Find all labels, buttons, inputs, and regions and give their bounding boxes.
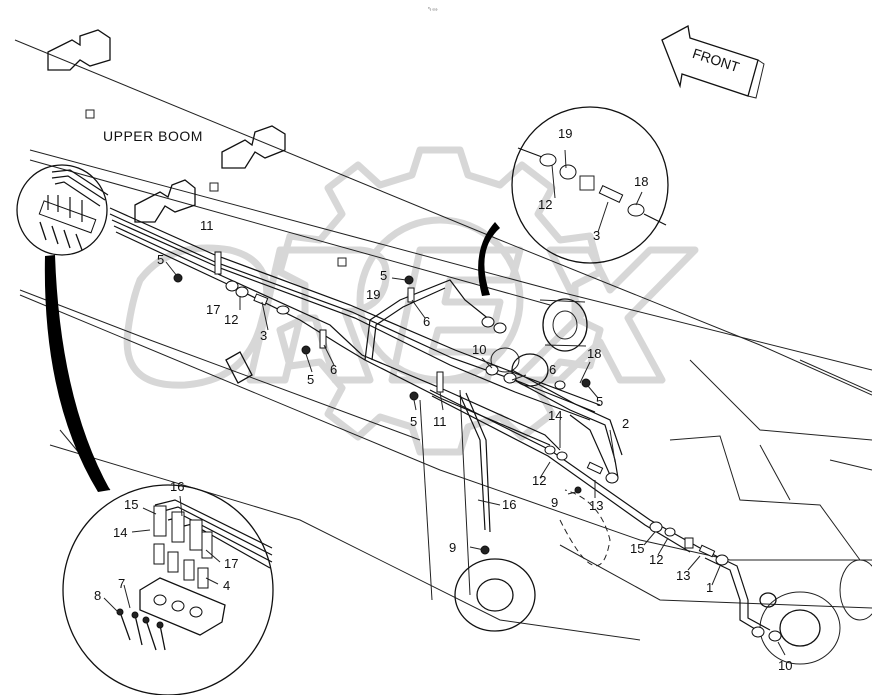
boom-body [14,39,872,641]
callout-labels: 1 2 3 3 4 5 5 5 5 5 6 6 6 7 8 9 9 10 10 … [94,126,792,673]
callout-leaders [103,149,786,656]
callout-3: 3 [260,328,267,343]
callout-11: 11 [200,218,214,233]
callout-13: 13 [676,568,690,583]
callout-18: 18 [587,346,601,361]
detail-view-manifold-top [16,164,109,256]
boom-foot-pin [454,558,872,665]
callout-9: 9 [449,540,456,555]
callout-5: 5 [307,372,314,387]
callout-12: 12 [538,197,552,212]
callout-10: 10 [778,658,792,673]
callout-12: 12 [532,473,546,488]
callout-2: 2 [622,416,629,431]
callout-5: 5 [596,394,603,409]
detail-view-manifold-bottom [62,484,274,695]
header-mark: ⁰₀ ₀₀₀ [428,6,438,11]
callout-11: 11 [433,414,447,429]
callout-15: 15 [124,497,138,512]
callout-4: 4 [223,578,230,593]
section-label-upper-boom: UPPER BOOM [103,128,203,144]
callout-6: 6 [423,314,430,329]
callout-8: 8 [94,588,101,603]
callout-19: 19 [558,126,572,141]
callout-10: 10 [472,342,486,357]
callout-13: 13 [589,498,603,513]
front-direction-arrow: FRONT [661,24,765,99]
pipe-support-brackets [47,29,347,384]
callout-5: 5 [410,414,417,429]
detail-leader-left [44,255,110,492]
callout-12: 12 [224,312,238,327]
callout-17: 17 [206,302,220,317]
callout-15: 15 [630,541,644,556]
detail-leader-right [478,222,500,296]
callout-14: 14 [548,408,562,423]
callout-3: 3 [593,228,600,243]
callout-14: 14 [113,525,127,540]
callout-16: 16 [170,479,184,494]
front-label: FRONT [691,45,742,75]
callout-16: 16 [502,497,516,512]
hose-fittings [173,251,782,642]
callout-1: 1 [706,580,713,595]
callout-9: 9 [551,495,558,510]
callout-17: 17 [224,556,238,571]
callout-12: 12 [649,552,663,567]
callout-6: 6 [549,362,556,377]
callout-5: 5 [157,252,164,267]
detail-view-fitting-right [511,106,669,264]
callout-19: 19 [366,287,380,302]
callout-7: 7 [118,576,125,591]
callout-6: 6 [330,362,337,377]
callout-5: 5 [380,268,387,283]
callout-18: 18 [634,174,648,189]
hose-bundle [109,207,771,633]
